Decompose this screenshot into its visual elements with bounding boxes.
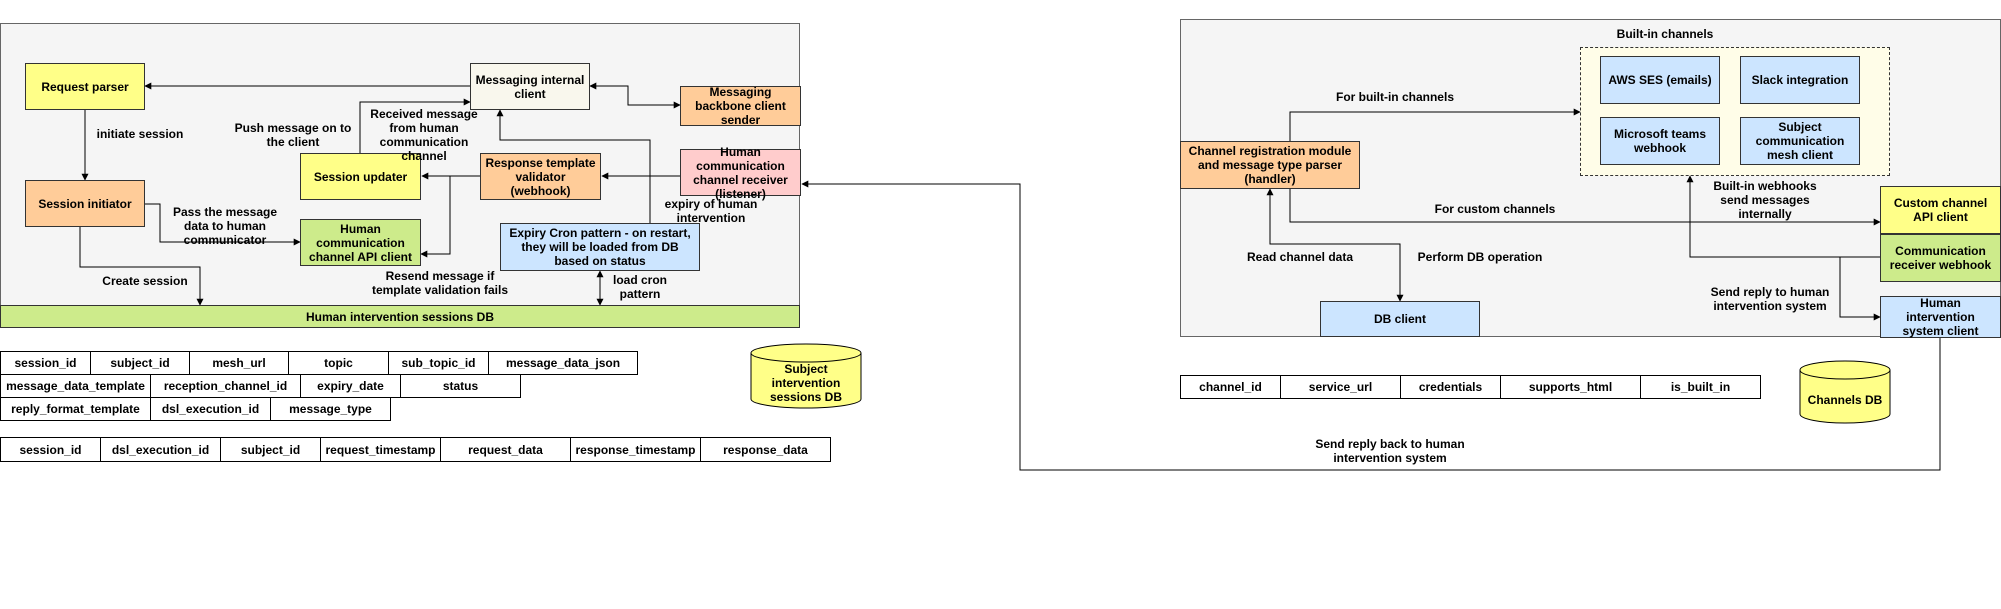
edge-messaging-backbone: [589, 82, 681, 109]
expiry-cron-box: Expiry Cron pattern - on restart, they w…: [500, 223, 700, 271]
edge-db-operation: [1266, 188, 1404, 302]
communication-receiver-box: Communication receiver webhook: [1880, 234, 2001, 282]
label-pass-message: Pass the message data to human communica…: [172, 205, 278, 247]
request-parser-box: Request parser: [25, 63, 145, 110]
label-send-reply-back: Send reply back to human intervention sy…: [1315, 437, 1465, 465]
label-received-message: Received message from human communicatio…: [370, 107, 478, 163]
table-cell: status: [400, 374, 521, 398]
label-for-builtin: For built-in channels: [1335, 90, 1454, 104]
table-cell: channel_id: [1180, 375, 1281, 399]
label-expiry-of-human: expiry of human intervention: [664, 197, 758, 225]
label-create-session: Create session: [102, 274, 188, 288]
label-send-reply: Send reply to human intervention system: [1710, 285, 1830, 313]
human-channel-api-client-box: Human communication channel API client: [300, 219, 421, 266]
human-channel-receiver-box: Human communication channel receiver (li…: [680, 145, 801, 201]
table-cell: reception_channel_id: [150, 374, 301, 398]
table-cell: subject_id: [90, 351, 190, 375]
label-push-message: Push message on to the client: [234, 121, 352, 149]
custom-channel-api-box: Custom channel API client: [1880, 186, 2001, 234]
edge-resend: [420, 176, 451, 258]
table-cell: dsl_execution_id: [100, 437, 221, 462]
human-intervention-client-box: Human intervention system client: [1880, 296, 2001, 338]
label-read-channel: Read channel data: [1246, 250, 1354, 264]
edge-send-reply: [1839, 257, 1881, 321]
edge-create-session: [79, 227, 204, 306]
subject-db-label: Subject intervention sessions DB: [769, 362, 843, 404]
ms-teams-box: Microsoft teams webhook: [1600, 117, 1720, 165]
table-cell: response_timestamp: [570, 437, 701, 462]
label-builtin-webhooks: Built-in webhooks send messages internal…: [1713, 179, 1817, 221]
table-cell: expiry_date: [300, 374, 401, 398]
label-load-cron: load cron pattern: [612, 273, 667, 301]
table-cell: response_data: [700, 437, 831, 462]
sessions-db-bar: Human intervention sessions DB: [0, 305, 800, 328]
table-cell: session_id: [0, 437, 101, 462]
table-cell: credentials: [1400, 375, 1501, 399]
edge-for-builtin: [1289, 108, 1581, 141]
table-cell: mesh_url: [189, 351, 289, 375]
table-cell: session_id: [0, 351, 91, 375]
table-cell: dsl_execution_id: [150, 397, 271, 421]
table-cell: sub_topic_id: [388, 351, 489, 375]
db-client-box: DB client: [1320, 301, 1480, 337]
builtin-group-title: Built-in channels: [1616, 27, 1714, 41]
table-cell: message_data_json: [488, 351, 638, 375]
table-cell: service_url: [1280, 375, 1401, 399]
edge-builtin-webhooks: [1686, 175, 1880, 258]
label-for-custom: For custom channels: [1434, 202, 1556, 216]
subject-mesh-client-box: Subject communication mesh client: [1740, 117, 1860, 165]
label-initiate-session: initiate session: [96, 127, 184, 141]
session-updater-box: Session updater: [300, 153, 421, 200]
edge-pass-message: [145, 203, 301, 246]
edge-send-reply-back: [801, 180, 1941, 471]
table-cell: message_type: [270, 397, 391, 421]
slack-integration-box: Slack integration: [1740, 56, 1860, 104]
table-cell: message_data_template: [0, 374, 151, 398]
label-perform-db: Perform DB operation: [1417, 250, 1543, 264]
edge-push-message: [359, 98, 471, 153]
label-resend-message: Resend message if template validation fa…: [371, 269, 509, 297]
table-cell: reply_format_template: [0, 397, 151, 421]
messaging-backbone-sender-box: Messaging backbone client sender: [680, 85, 801, 127]
aws-ses-box: AWS SES (emails): [1600, 56, 1720, 104]
channels-db-cylinder: [1799, 360, 1891, 424]
table-cell: request_data: [440, 437, 571, 462]
subject-db-cylinder: [750, 343, 862, 409]
table-cell: subject_id: [220, 437, 321, 462]
session-initiator-box: Session initiator: [25, 180, 145, 227]
channel-registration-box: Channel registration module and message …: [1180, 141, 1360, 189]
channels-db-label: Channels DB: [1807, 393, 1883, 407]
table-cell: supports_html: [1500, 375, 1641, 399]
messaging-internal-client-box: Messaging internal client: [470, 63, 590, 110]
edge-expiry: [496, 109, 651, 223]
table-cell: topic: [288, 351, 389, 375]
table-cell: is_built_in: [1640, 375, 1761, 399]
table-cell: request_timestamp: [320, 437, 441, 462]
response-template-validator-box: Response template validator (webhook): [480, 153, 601, 200]
